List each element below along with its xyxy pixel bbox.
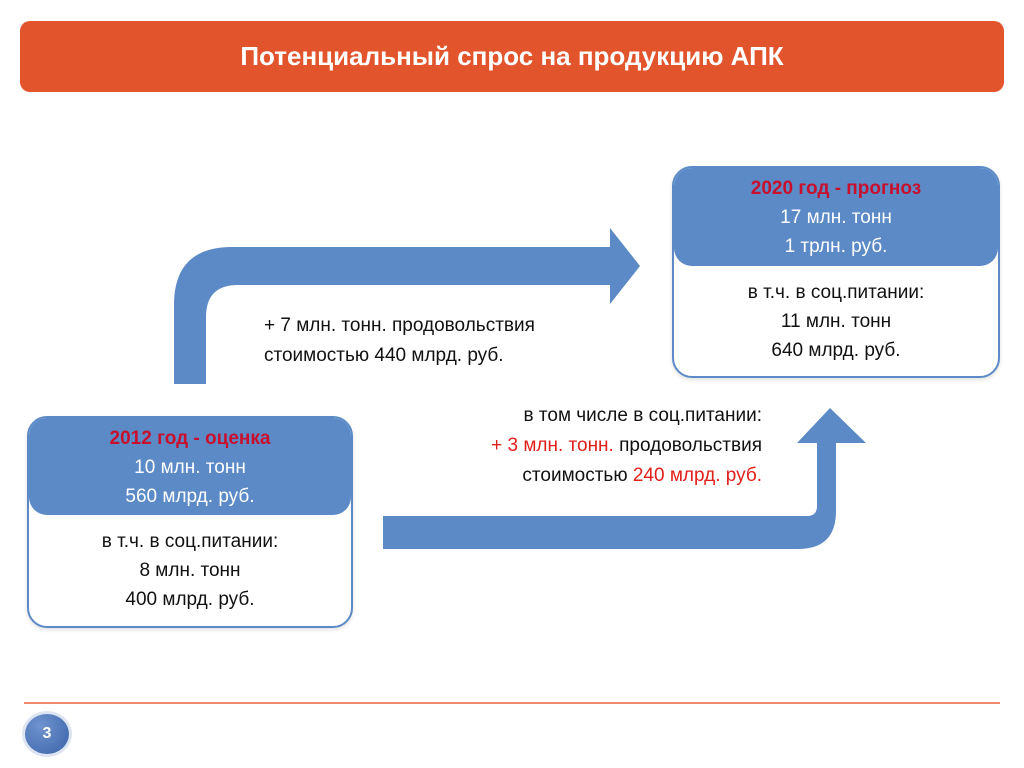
social-note-line1: в том числе в соц.питании: — [523, 405, 762, 426]
upper-arrow — [174, 228, 640, 384]
card-2012-body: в т.ч. в соц.питании: 8 млн. тонн 400 мл… — [29, 515, 351, 614]
increase-note-line1: + 7 млн. тонн. продовольствия — [264, 315, 535, 336]
card-2020-header: 2020 год - прогноз 17 млн. тонн 1 трлн. … — [674, 168, 998, 266]
title-bar: Потенциальный спрос на продукцию АПК — [20, 21, 1004, 92]
social-note-cost: 240 млрд. руб. — [632, 465, 762, 486]
card-2020-social-value: 640 млрд. руб. — [771, 340, 901, 361]
card-2020-body: в т.ч. в соц.питании: 11 млн. тонн 640 м… — [674, 266, 998, 365]
social-note-rest: продовольствия — [613, 435, 762, 456]
card-2012-social-value: 400 млрд. руб. — [125, 589, 255, 610]
page-number: 3 — [42, 725, 52, 742]
card-2012-social-tons: 8 млн. тонн — [139, 560, 241, 581]
page-number-badge: 3 — [22, 711, 72, 757]
card-2020-social-label: в т.ч. в соц.питании: — [747, 282, 925, 303]
social-increase-note: в том числе в соц.питании: + 3 млн. тонн… — [390, 401, 762, 491]
page-title: Потенциальный спрос на продукцию АПК — [240, 41, 784, 71]
card-2020-tons: 17 млн. тонн — [780, 207, 892, 228]
card-2012-header: 2012 год - оценка 10 млн. тонн 560 млрд.… — [29, 418, 351, 515]
card-2020-social-tons: 11 млн. тонн — [780, 311, 892, 332]
card-2012-estimate: 2012 год - оценка 10 млн. тонн 560 млрд.… — [27, 416, 353, 628]
social-note-line3: стоимостью 240 млрд. руб. — [390, 461, 762, 491]
social-note-tons: + 3 млн. тонн. — [491, 435, 614, 456]
card-2012-value: 560 млрд. руб. — [125, 486, 255, 507]
card-2020-year: 2020 год - прогноз — [750, 178, 922, 199]
social-note-line2: + 3 млн. тонн. продовольствия — [390, 431, 762, 461]
increase-note: + 7 млн. тонн. продовольствия стоимостью… — [264, 311, 535, 371]
card-2012-year: 2012 год - оценка — [109, 428, 271, 449]
card-2012-social-label: в т.ч. в соц.питании: — [101, 531, 279, 552]
card-2012-tons: 10 млн. тонн — [134, 457, 246, 478]
card-2020-value: 1 трлн. руб. — [784, 236, 888, 257]
card-2020-forecast: 2020 год - прогноз 17 млн. тонн 1 трлн. … — [672, 166, 1000, 378]
increase-note-line2: стоимостью 440 млрд. руб. — [264, 345, 504, 366]
footer-divider — [24, 702, 1000, 704]
lower-arrow — [383, 408, 866, 549]
social-note-cost-label: стоимостью — [522, 465, 633, 486]
